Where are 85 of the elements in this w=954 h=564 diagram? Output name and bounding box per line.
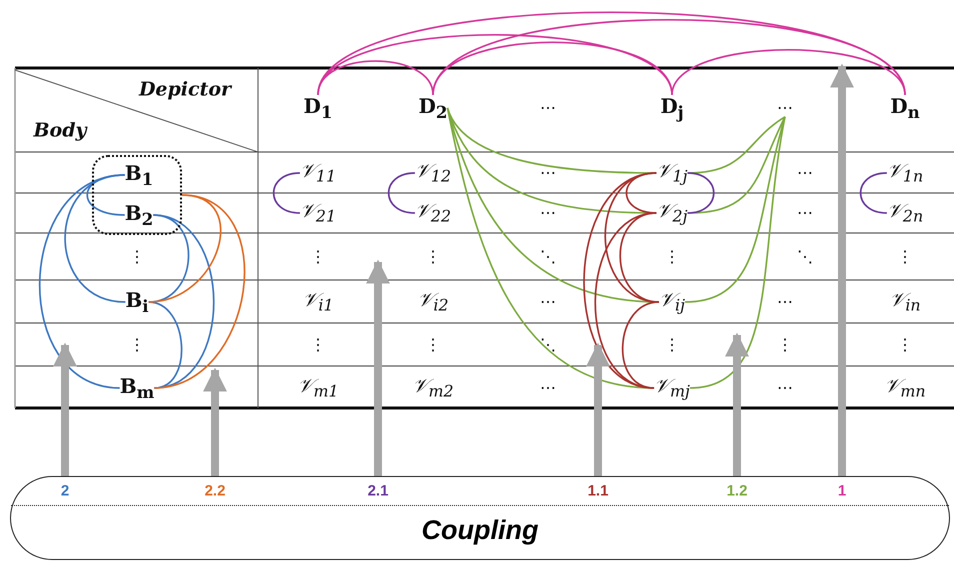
ellipsis: ⋯ xyxy=(540,293,556,311)
ellipsis: ⋮ xyxy=(425,248,441,266)
matrix-entry: 𝒱$_{m2}$ xyxy=(412,376,454,400)
coupling-curve xyxy=(671,49,906,96)
arrow xyxy=(586,342,610,476)
ellipsis: ⋮ xyxy=(664,248,680,266)
arrow xyxy=(830,64,854,476)
ellipsis: ⋯ xyxy=(540,204,556,222)
matrix-entry: 𝒱$_{mj}$ xyxy=(654,376,690,400)
axis-label: Depictor xyxy=(138,80,232,100)
row-header: B$_{2}$ xyxy=(124,202,154,228)
coupling-curve xyxy=(64,174,126,303)
matrix-entry: 𝒱$_{1j}$ xyxy=(656,160,688,186)
coupling-curve xyxy=(153,214,215,389)
ellipsis: ⋯ xyxy=(797,164,813,182)
ellipsis: ⋮ xyxy=(310,336,326,354)
ellipsis: ⋮ xyxy=(897,248,913,266)
edge-label: 1.1 xyxy=(588,482,608,500)
coupling-curve xyxy=(432,42,673,96)
edge-label: 1 xyxy=(838,482,846,500)
arrow xyxy=(53,342,77,476)
coupling-curve xyxy=(583,172,657,389)
coupling-curve xyxy=(619,212,660,303)
coupling-curve xyxy=(594,212,657,389)
arrow xyxy=(725,332,749,476)
ellipsis: ⋮ xyxy=(129,248,145,266)
matrix-entry: 𝒱$_{21}$ xyxy=(300,200,336,226)
matrix-entry: 𝒱$_{2j}$ xyxy=(656,200,688,226)
matrix-entry: 𝒱$_{in}$ xyxy=(889,290,921,314)
matrix-entry: 𝒱$_{i2}$ xyxy=(417,290,449,314)
coupling-curve xyxy=(148,194,222,303)
coupling-curve xyxy=(687,172,714,214)
header-text: D$_{n}$ xyxy=(890,94,920,122)
ellipsis: ⋱ xyxy=(540,336,556,354)
ellipsis: ⋯ xyxy=(797,204,813,222)
header-text: D$_{1}$ xyxy=(304,94,332,122)
coupling-curve xyxy=(446,108,654,389)
coupling-curve xyxy=(690,116,786,389)
ellipsis: ⋱ xyxy=(797,248,813,266)
coupling-curve xyxy=(860,172,887,214)
ellipsis: ⋯ xyxy=(540,99,556,117)
ellipsis: ⋮ xyxy=(425,336,441,354)
coupling-curve xyxy=(388,172,415,214)
coupling-curve xyxy=(272,172,300,214)
row-header: B$_{1}$ xyxy=(124,162,154,188)
matrix-entry: 𝒱$_{12}$ xyxy=(414,160,452,186)
ellipsis: ⋱ xyxy=(540,248,556,266)
header-text: D$_{2}$ xyxy=(418,94,448,122)
axis-label: Body xyxy=(33,120,87,142)
header-text: D$_{j}$ xyxy=(660,94,684,122)
ellipsis: ⋮ xyxy=(129,336,145,354)
ellipsis: ⋯ xyxy=(777,379,793,397)
group-outline xyxy=(92,155,182,235)
coupling-curve xyxy=(432,19,906,96)
ellipsis: ⋯ xyxy=(540,164,556,182)
coupling-curve xyxy=(86,174,125,216)
arrow xyxy=(366,260,390,476)
ellipsis: ⋮ xyxy=(777,336,793,354)
coupling-curve xyxy=(684,116,786,303)
row-header: B$_{m}$ xyxy=(120,374,154,402)
coupling-curve xyxy=(148,301,182,389)
matrix-entry: 𝒱$_{22}$ xyxy=(414,200,452,226)
coupling-curve xyxy=(38,174,125,389)
matrix-entry: 𝒱$_{11}$ xyxy=(300,160,336,186)
arrow xyxy=(203,368,227,476)
ellipsis: ⋯ xyxy=(777,293,793,311)
matrix-entry: 𝒱$_{1n}$ xyxy=(886,160,924,186)
matrix-entry: 𝒱$_{ij}$ xyxy=(659,290,685,314)
matrix-entry: 𝒱$_{i1}$ xyxy=(302,290,334,314)
coupling-curve xyxy=(154,194,246,389)
edge-label: 2 xyxy=(60,482,70,500)
coupling-curve xyxy=(317,60,434,96)
edge-label: 2.2 xyxy=(204,482,226,500)
ellipsis: ⋯ xyxy=(540,379,556,397)
row-header: B$_{i}$ xyxy=(125,288,149,316)
edge-label: 1.2 xyxy=(726,482,748,500)
matrix-entry: 𝒱$_{mn}$ xyxy=(884,376,926,400)
ellipsis: ⋮ xyxy=(897,336,913,354)
coupling-curve xyxy=(622,301,660,389)
edge-label: 2.1 xyxy=(368,482,388,500)
matrix-entry: 𝒱$_{2n}$ xyxy=(886,200,924,226)
ellipsis: ⋮ xyxy=(310,248,326,266)
matrix-entry: 𝒱$_{m1}$ xyxy=(297,376,339,400)
ellipsis: ⋯ xyxy=(777,99,793,117)
ellipsis: ⋮ xyxy=(664,336,680,354)
